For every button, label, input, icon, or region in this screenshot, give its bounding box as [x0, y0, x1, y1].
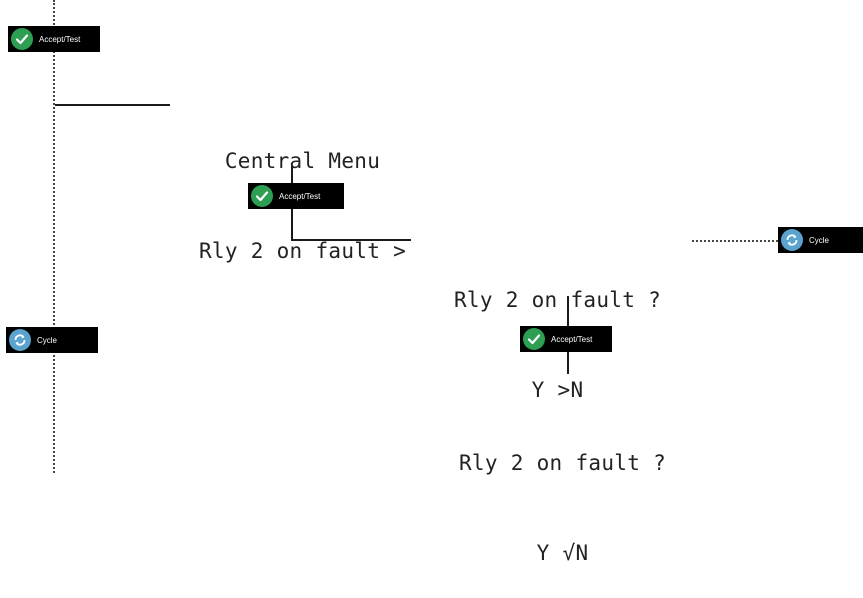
checkmark-icon — [11, 28, 33, 50]
accept-test-label: Accept/Test — [279, 191, 321, 201]
central-menu-option: Rly 2 on fault > — [198, 239, 407, 263]
cycle-arrows-icon — [9, 329, 31, 351]
cycle-button[interactable]: Cycle — [778, 227, 863, 253]
accept-test-button[interactable]: Accept/Test — [8, 26, 100, 52]
cycle-label: Cycle — [809, 235, 830, 245]
confirmed-selection: Y √N — [536, 541, 589, 565]
connector-trunk-to-menu — [55, 104, 170, 106]
cycle-button[interactable]: Cycle — [6, 327, 98, 353]
accept-test-label: Accept/Test — [39, 34, 81, 44]
checkmark-icon — [523, 328, 545, 350]
connector-question-to-cycle — [692, 240, 778, 242]
question-selection: Y >N — [531, 378, 584, 402]
central-menu-screen: Central Menu Rly 2 on fault > — [180, 86, 425, 296]
cycle-arrows-icon — [781, 229, 803, 251]
accept-test-label: Accept/Test — [551, 334, 593, 344]
question-screen: Rly 2 on fault ? Y >N — [435, 225, 680, 435]
accept-test-button[interactable]: Accept/Test — [248, 183, 344, 209]
central-menu-title: Central Menu — [224, 149, 381, 173]
main-dotted-line — [53, 0, 55, 473]
confirmed-screen: Rly 2 on fault ? Y √N — [440, 388, 685, 598]
question-prompt: Rly 2 on fault ? — [453, 288, 662, 312]
cycle-label: Cycle — [37, 335, 58, 345]
checkmark-icon — [251, 185, 273, 207]
connector-to-question — [291, 239, 411, 241]
confirmed-prompt: Rly 2 on fault ? — [458, 451, 667, 475]
accept-test-button[interactable]: Accept/Test — [520, 326, 612, 352]
